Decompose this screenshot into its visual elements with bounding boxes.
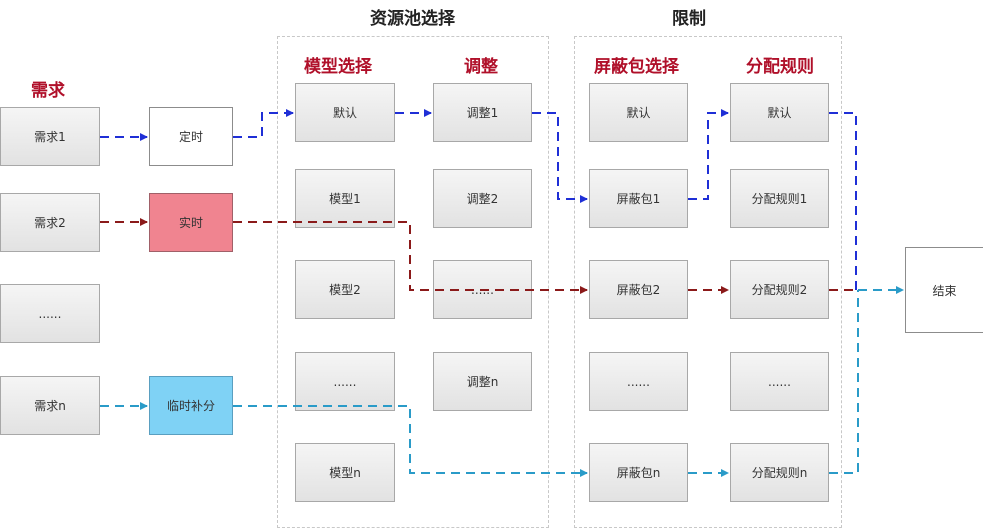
model-select-title: 模型选择: [304, 57, 372, 77]
resource-pool-title: 资源池选择: [370, 9, 455, 29]
adjust-box-n[interactable]: 调整n: [433, 352, 532, 411]
demand-box-n[interactable]: 需求n: [0, 376, 100, 435]
alloc-box-ellipsis[interactable]: ......: [730, 352, 829, 411]
demand-box-1[interactable]: 需求1: [0, 107, 100, 166]
shield-box-n[interactable]: 屏蔽包n: [589, 443, 688, 502]
flow-scheduled-2: [233, 109, 294, 138]
model-box-ellipsis[interactable]: ......: [295, 352, 395, 411]
demand-box-ellipsis[interactable]: ......: [0, 284, 100, 343]
trigger-realtime-box[interactable]: 实时: [149, 193, 233, 252]
limit-frame: [574, 36, 842, 528]
demand-box-2[interactable]: 需求2: [0, 193, 100, 252]
model-box-default[interactable]: 默认: [295, 83, 395, 142]
model-box-2[interactable]: 模型2: [295, 260, 395, 319]
alloc-box-default[interactable]: 默认: [730, 83, 829, 142]
flow-realtime-2: [233, 221, 588, 294]
alloc-box-2[interactable]: 分配规则2: [730, 260, 829, 319]
shield-box-2[interactable]: 屏蔽包2: [589, 260, 688, 319]
flow-scheduled-5: [688, 109, 729, 200]
flow-temporary-4: [829, 290, 859, 474]
alloc-box-1[interactable]: 分配规则1: [730, 169, 829, 228]
shield-box-1[interactable]: 屏蔽包1: [589, 169, 688, 228]
adjust-box-2[interactable]: 调整2: [433, 169, 532, 228]
flow-temporary-2: [233, 405, 588, 477]
trigger-temporary-box[interactable]: 临时补分: [149, 376, 233, 435]
adjust-box-1[interactable]: 调整1: [433, 83, 532, 142]
adjust-title: 调整: [464, 57, 498, 77]
trigger-scheduled-box[interactable]: 定时: [149, 107, 233, 166]
shield-box-default[interactable]: 默认: [589, 83, 688, 142]
end-box[interactable]: 结束: [905, 247, 983, 333]
shield-box-ellipsis[interactable]: ......: [589, 352, 688, 411]
resource-pool-frame: [277, 36, 549, 528]
alloc-rule-title: 分配规则: [746, 57, 814, 77]
flow-scheduled-6: [829, 112, 857, 290]
flow-scheduled-4: [532, 112, 588, 203]
model-box-1[interactable]: 模型1: [295, 169, 395, 228]
model-box-n[interactable]: 模型n: [295, 443, 395, 502]
limit-title: 限制: [672, 9, 706, 29]
alloc-box-n[interactable]: 分配规则n: [730, 443, 829, 502]
shield-select-title: 屏蔽包选择: [594, 57, 679, 77]
demand-title: 需求: [31, 81, 65, 101]
